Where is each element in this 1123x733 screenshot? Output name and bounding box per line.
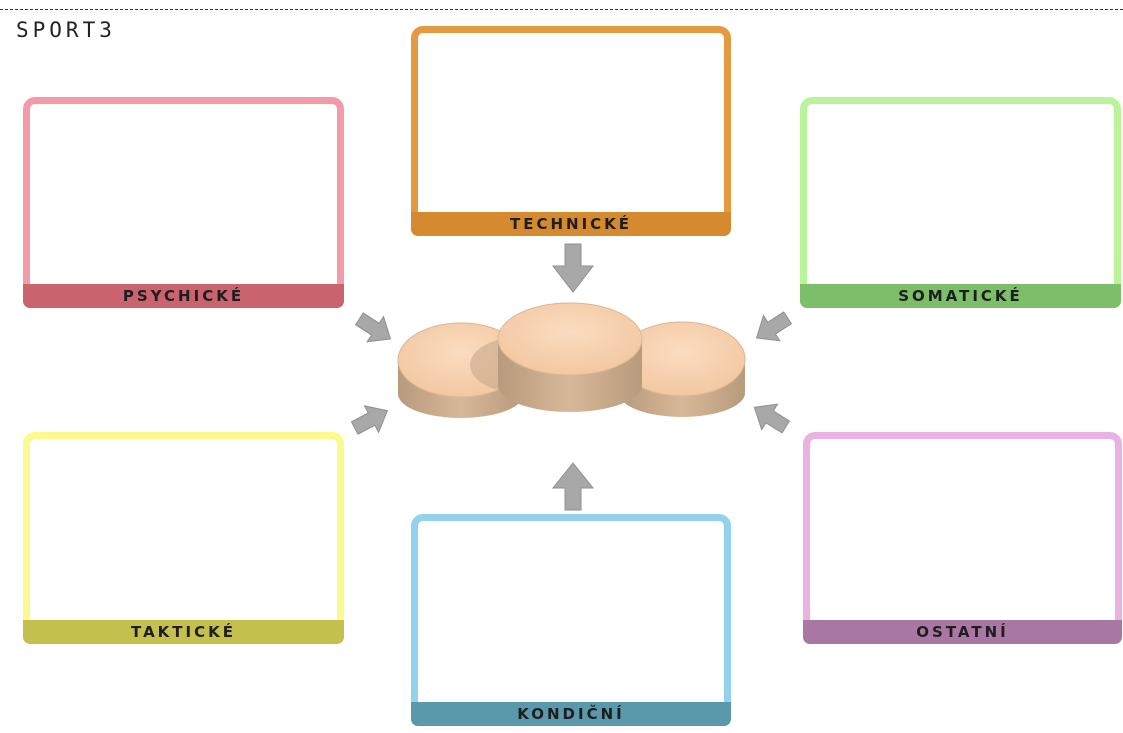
disc-right	[618, 321, 746, 417]
arrow-down-icon	[551, 243, 595, 293]
box-technicke-label: TECHNICKÉ	[411, 212, 731, 236]
box-somaticke-frame	[800, 97, 1121, 295]
arrow-up-left-icon	[753, 403, 791, 434]
box-somaticke-label: SOMATICKÉ	[800, 284, 1121, 308]
arrow-down-left-icon	[755, 311, 793, 342]
box-technicke-frame	[411, 26, 731, 224]
box-ostatni-label: OSTATNÍ	[803, 620, 1122, 644]
box-somaticke: SOMATICKÉ	[800, 97, 1121, 308]
box-kondicni-label: KONDIČNÍ	[411, 702, 731, 726]
box-kondicni: KONDIČNÍ	[411, 514, 731, 726]
box-takticke-frame	[23, 432, 344, 631]
box-psychicke-label: PSYCHICKÉ	[23, 284, 344, 308]
arrow-down-right-icon	[354, 312, 392, 343]
box-takticke: TAKTICKÉ	[23, 432, 344, 644]
disc-center	[497, 302, 643, 412]
box-technicke: TECHNICKÉ	[411, 26, 731, 236]
brand-logo: SPORT3	[16, 18, 116, 42]
box-ostatni: OSTATNÍ	[803, 432, 1122, 644]
box-takticke-label: TAKTICKÉ	[23, 620, 344, 644]
arrow-up-right-icon	[350, 405, 389, 435]
top-dashed-rule	[0, 9, 1123, 10]
box-psychicke: PSYCHICKÉ	[23, 97, 344, 308]
arrow-up-icon	[551, 462, 595, 511]
